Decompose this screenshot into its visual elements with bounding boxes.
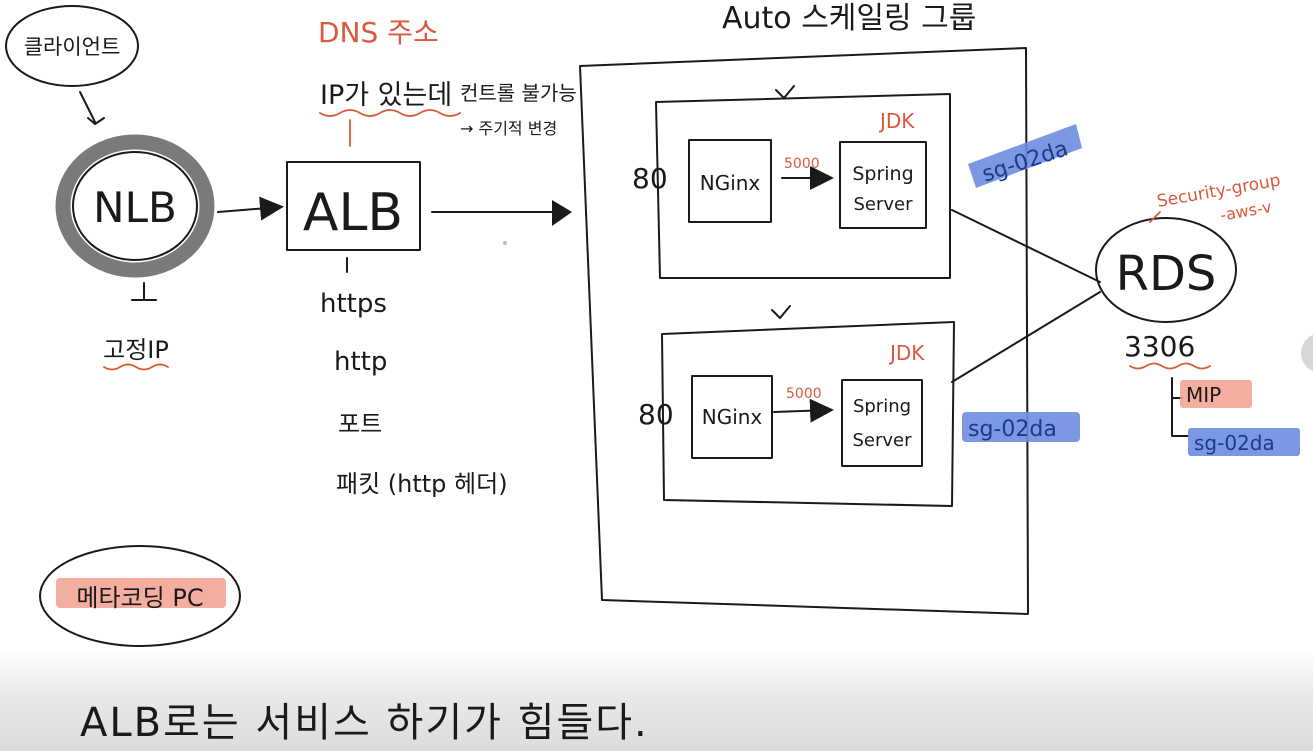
instance-2-sg-label: sg-02da bbox=[968, 417, 1057, 442]
instance-1-jdk: JDK bbox=[878, 109, 915, 133]
rds-sg-tag: sg-02da bbox=[1188, 428, 1300, 456]
instance-1-nginx-box bbox=[688, 139, 772, 223]
scroll-handle[interactable] bbox=[1301, 333, 1313, 373]
rds-sg-note-pointer bbox=[1149, 211, 1161, 223]
instance-1-box: 80 JDK NGinx 5000 Spring Server bbox=[632, 93, 951, 279]
spring-1-to-rds-line bbox=[951, 209, 1101, 283]
rds-my-ip-label: MIP bbox=[1186, 383, 1221, 407]
stray-dot bbox=[503, 241, 507, 245]
rds-my-ip-tag: MIP bbox=[1180, 380, 1252, 408]
instance-2-nginx-label: NGinx bbox=[702, 405, 763, 429]
instance-1-spring-line2: Server bbox=[853, 194, 913, 215]
client-arrow-tip bbox=[87, 117, 105, 125]
instance-1-port-5000: 5000 bbox=[784, 156, 820, 172]
rds-sg-label: sg-02da bbox=[1194, 431, 1275, 455]
alb-protocol-http: http bbox=[334, 347, 387, 377]
instance-2-check bbox=[771, 305, 791, 319]
instance-2-spring-line1: Spring bbox=[853, 396, 911, 417]
rds-sg-note-line2: -aws-v bbox=[1219, 197, 1273, 225]
nlb-to-alb-arrow bbox=[217, 196, 284, 221]
asg-title: Auto 스케일링 그룹 bbox=[722, 1, 976, 36]
instance-2-nginx-to-spring-arrow bbox=[773, 398, 834, 423]
instance-1-check bbox=[775, 85, 795, 99]
caption-bar bbox=[0, 650, 1313, 751]
contents-note: 컨트롤 불가능 bbox=[460, 81, 577, 105]
instance-2-port: 80 bbox=[638, 398, 674, 431]
client-to-nlb-line bbox=[79, 91, 96, 123]
dns-title: DNS 주소 bbox=[318, 16, 439, 49]
client-label: 클라이언트 bbox=[24, 35, 121, 59]
nlb-label: NLB bbox=[93, 183, 177, 232]
instance-2-port-5000: 5000 bbox=[786, 386, 822, 402]
instance-1-spring-box bbox=[839, 141, 927, 229]
ip-note: IP가 있는데 bbox=[320, 80, 452, 111]
metering-pc-node: 메타코딩 PC bbox=[39, 545, 241, 647]
static-ip-underline bbox=[103, 363, 169, 371]
spring-2-to-rds-line bbox=[951, 291, 1101, 383]
alb-to-asg-arrowhead bbox=[552, 200, 572, 226]
alb-protocol-https: https bbox=[320, 289, 387, 319]
instance-2-nginx-box bbox=[691, 375, 773, 459]
instance-2-spring-line2: Server bbox=[852, 430, 912, 451]
instance-2-jdk: JDK bbox=[888, 341, 925, 365]
rds-port-underline bbox=[1129, 362, 1211, 370]
rds-rule-branch-2 bbox=[1171, 397, 1189, 437]
alb-protocol-port: 포트 bbox=[338, 410, 382, 438]
rds-label: RDS bbox=[1116, 246, 1217, 302]
rds-node: RDS bbox=[1095, 217, 1237, 323]
instance-2-box: 80 JDK NGinx 5000 Spring Server bbox=[638, 321, 955, 507]
metering-pc-label: 메타코딩 PC bbox=[76, 584, 203, 612]
contents-sub-note: → 주기적 변경 bbox=[460, 119, 557, 138]
instance-1-nginx-label: NGinx bbox=[700, 171, 761, 195]
alb-label: ALB bbox=[303, 183, 403, 243]
rds-port-label: 3306 bbox=[1124, 330, 1195, 363]
instance-1-sg-tag: sg-02da bbox=[968, 124, 1082, 188]
alb-node: ALB bbox=[286, 161, 421, 251]
static-ip-label: 고정IP bbox=[103, 336, 169, 364]
ip-note-underline bbox=[319, 109, 461, 117]
asg-boundary bbox=[579, 47, 1029, 615]
instance-1-port: 80 bbox=[632, 162, 668, 195]
instance-2-spring-box bbox=[841, 379, 923, 467]
alb-protocol-packet: 패킷 (http 헤더) bbox=[336, 470, 508, 498]
nlb-node: NLB bbox=[55, 134, 215, 278]
caption-text: ALB로는 서비스 하기가 힘들다. bbox=[80, 700, 649, 746]
instance-2-sg-tag: sg-02da bbox=[962, 412, 1080, 442]
instance-1-spring-line1: Spring bbox=[852, 163, 913, 185]
client-node: 클라이언트 bbox=[5, 5, 139, 87]
